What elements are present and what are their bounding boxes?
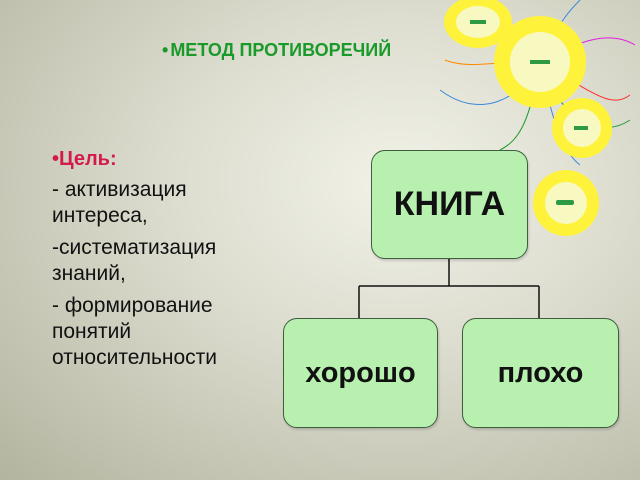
slide-title: •МЕТОД ПРОТИВОРЕЧИЙ [162, 40, 391, 61]
goal-block: •Цель: - активизация интереса, -системат… [52, 148, 282, 377]
goal-heading: •Цель: [52, 148, 117, 170]
goal-item: -систематизация знаний, [52, 236, 217, 285]
flower-large [494, 16, 586, 108]
flower-top [444, 0, 512, 48]
goal-item: - активизация интереса, [52, 178, 187, 227]
diagram-node-bad: плохо [462, 318, 619, 428]
goal-item: - формирование понятий относительности [52, 294, 218, 369]
title-text: МЕТОД ПРОТИВОРЕЧИЙ [170, 40, 392, 60]
flower-small [552, 98, 612, 158]
flower-side [533, 170, 599, 236]
diagram-node-good: хорошо [283, 318, 438, 428]
title-bullet: • [162, 40, 169, 60]
diagram-root-node: КНИГА [371, 150, 528, 259]
